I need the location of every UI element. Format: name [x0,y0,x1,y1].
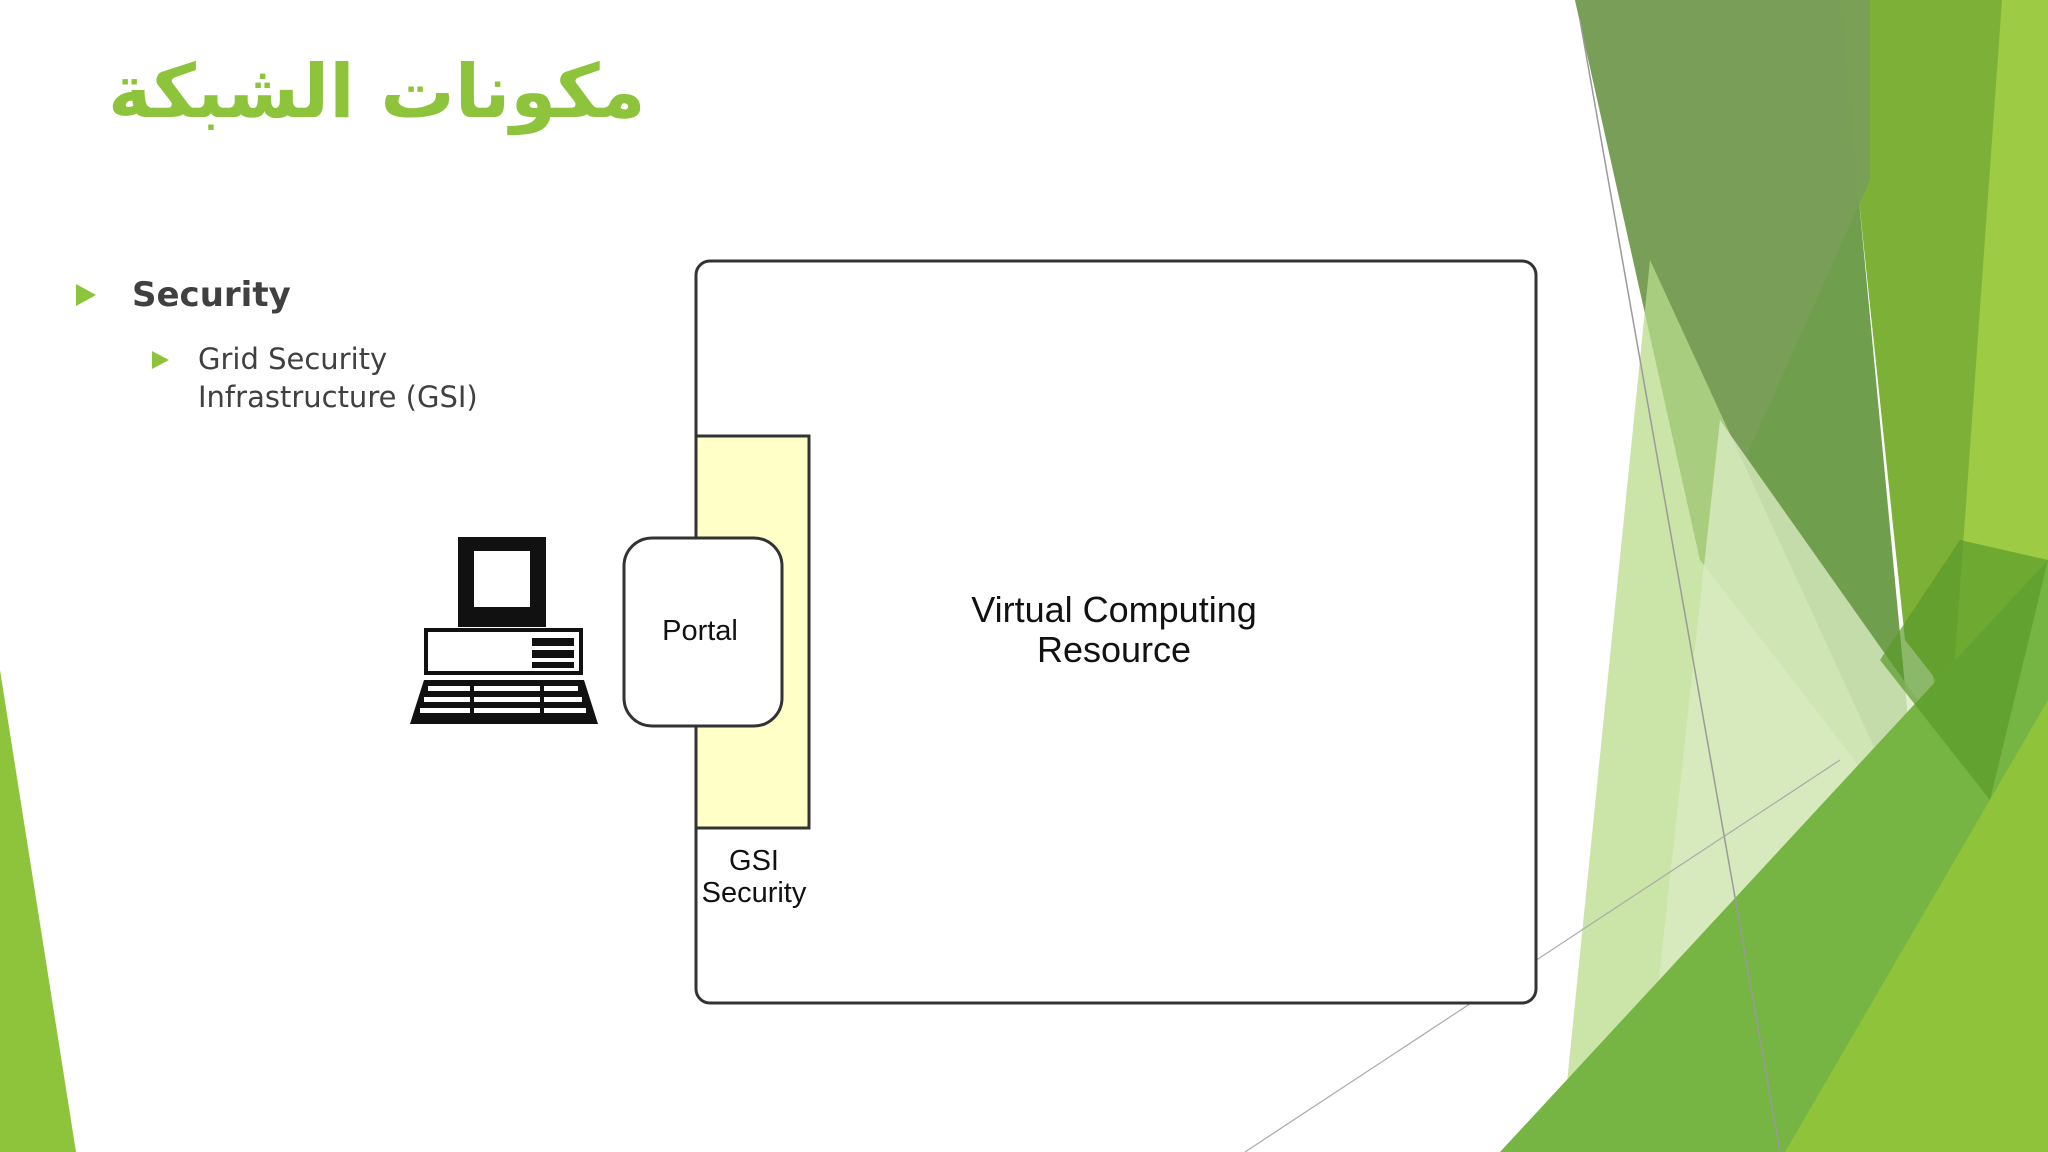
gsi-label-line1: GSI [729,845,779,877]
deco-shape [1575,0,1870,560]
slide-title: مكونات الشبكة [108,49,646,135]
bullet-label: Security [132,275,291,315]
sub-bullet-arrow-icon [152,351,169,369]
deco-shape [0,670,76,1152]
deco-shape [1838,0,2002,700]
gsi-label-line2: Security [702,877,807,909]
portal-box [622,536,784,728]
sub-bullet-gsi: Grid Security Infrastructure (GSI) [152,340,528,416]
deco-line [1244,759,1841,1152]
resource-label-line2: Resource [1037,629,1191,670]
bullet-arrow-icon [76,284,96,306]
portal-label: Portal [662,615,738,647]
deco-line [1579,19,1781,1152]
desktop-computer-icon [410,537,598,724]
sub-bullet-label: Grid Security Infrastructure (GSI) [198,342,478,414]
resource-label-line1: Virtual Computing [971,589,1257,630]
deco-shape [1880,540,2048,800]
deco-shape [1785,700,2048,1152]
bullet-security: Security [76,272,291,318]
